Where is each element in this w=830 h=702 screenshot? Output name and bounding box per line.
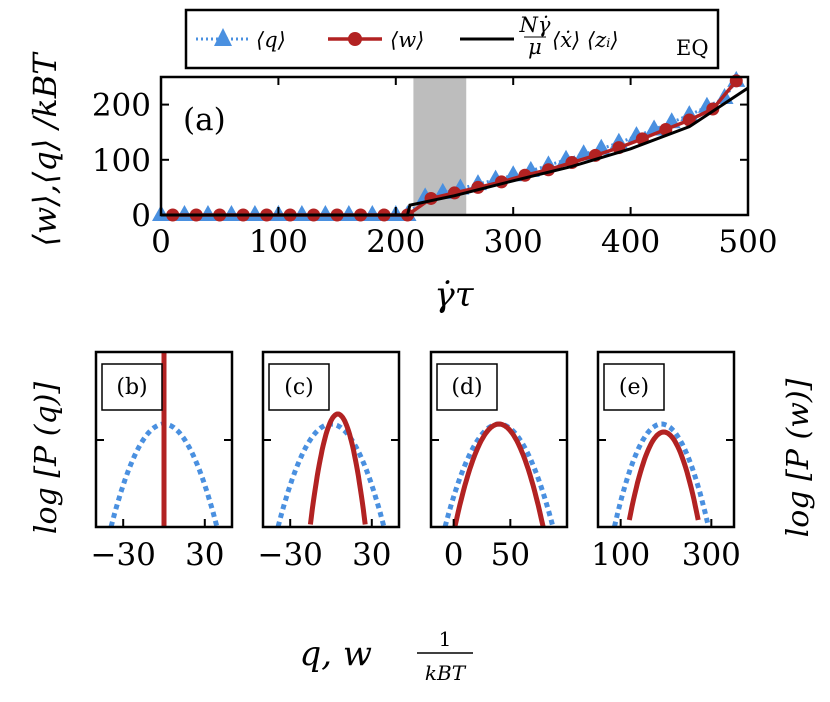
legend-box <box>184 8 720 70</box>
w-point <box>659 122 673 136</box>
legend-q-marker <box>214 28 232 46</box>
bottom-xlabel-main: q, w <box>300 634 372 674</box>
bottom-ylabel-left: log [P (q)] <box>29 382 64 534</box>
panel-label-box <box>603 363 665 411</box>
panel-label: (c) <box>284 375 314 400</box>
panel-label-box <box>436 363 498 411</box>
bottom-xlabel-den: kBT <box>425 661 467 685</box>
q-point <box>339 205 358 221</box>
legend-q-label: ⟨q⟩ <box>256 28 286 52</box>
legend-eq-sub: EQ <box>676 36 709 60</box>
legend-w-label: ⟨w⟩ <box>390 28 424 52</box>
series-line-2 <box>161 86 749 217</box>
x-tick-label: 100 <box>591 537 650 573</box>
panel-d: (d) 0 50 <box>429 350 569 573</box>
legend: ⟨q⟩ ⟨w⟩ Nγ̇ μ ⟨ẋ⟩ ⟨zᵢ⟩ EQ <box>184 8 720 70</box>
x-tick-label: 50 <box>491 537 530 573</box>
y-tick-label: 100 <box>92 143 151 179</box>
legend-w-marker <box>348 32 362 46</box>
panel-label: (e) <box>619 375 649 400</box>
panel-e: (e) 100 300 <box>591 350 741 573</box>
w-distribution-curve <box>626 429 701 521</box>
legend-eq-den: μ <box>528 35 542 59</box>
panel-a: 0 100 200 300 400 500 0 100 200 (a) γ̇τ ⟨w⟩,⟨q⟩ … <box>26 51 778 315</box>
bottom-xlabel-num: 1 <box>439 627 452 651</box>
panel-label-box <box>101 363 163 411</box>
q-distribution-curve <box>442 421 556 528</box>
bottom-ylabel-right: log [P (w)] <box>781 378 816 537</box>
x-tick-label: 100 <box>249 224 308 260</box>
x-tick-label: 30 <box>185 537 224 573</box>
q-point <box>175 205 194 221</box>
q-point <box>363 205 382 221</box>
w-distribution-curve <box>452 421 546 528</box>
panel-label: (d) <box>451 375 482 400</box>
y-tick-label: 200 <box>92 88 151 124</box>
panel-a-label: (a) <box>183 102 226 138</box>
x-tick-label: 0 <box>444 537 464 573</box>
w-distribution-curve <box>307 411 368 525</box>
legend-entry-q: ⟨q⟩ <box>196 28 286 52</box>
legend-eq-rest: ⟨ẋ⟩ ⟨zᵢ⟩ <box>552 28 619 52</box>
panel-b: (b) −30 30 <box>90 350 234 573</box>
panel-a-series <box>152 70 749 222</box>
q-point <box>245 205 264 221</box>
q-point <box>316 205 335 221</box>
x-tick-label: 200 <box>366 224 425 260</box>
x-tick-label: 400 <box>601 224 660 260</box>
q-distribution-curve <box>275 421 387 528</box>
x-tick-label: −30 <box>90 537 155 573</box>
x-tick-label: 0 <box>151 224 171 260</box>
x-tick-label: 30 <box>352 537 391 573</box>
y-tick-label: 0 <box>131 198 151 234</box>
panel-a-ticks: 0 100 200 300 400 500 0 100 200 <box>92 77 778 260</box>
legend-entry-w: ⟨w⟩ <box>328 28 424 52</box>
panel-a-xlabel: γ̇τ <box>434 275 474 315</box>
q-distribution-curve <box>612 421 711 528</box>
q-point <box>222 205 241 221</box>
panel-label: (b) <box>116 375 147 400</box>
legend-eq-num: Nγ̇ <box>519 13 551 37</box>
x-tick-label: 300 <box>682 537 741 573</box>
q-point <box>198 205 217 221</box>
panel-label-box <box>268 363 330 411</box>
q-point <box>292 205 311 221</box>
x-tick-label: 500 <box>718 224 777 260</box>
panel-a-frame <box>159 75 750 217</box>
small-panels: (b) −30 30 (c) −30 30 (d) 0 50 (e) 100 300 <box>90 350 741 573</box>
x-tick-label: −30 <box>257 537 322 573</box>
panel-a-ylabel: ⟨w⟩,⟨q⟩ /kBT <box>26 51 64 247</box>
x-tick-label: 300 <box>484 224 543 260</box>
legend-entry-eq: Nγ̇ μ ⟨ẋ⟩ ⟨zᵢ⟩ EQ <box>460 13 709 60</box>
panel-c: (c) −30 30 <box>257 350 401 573</box>
